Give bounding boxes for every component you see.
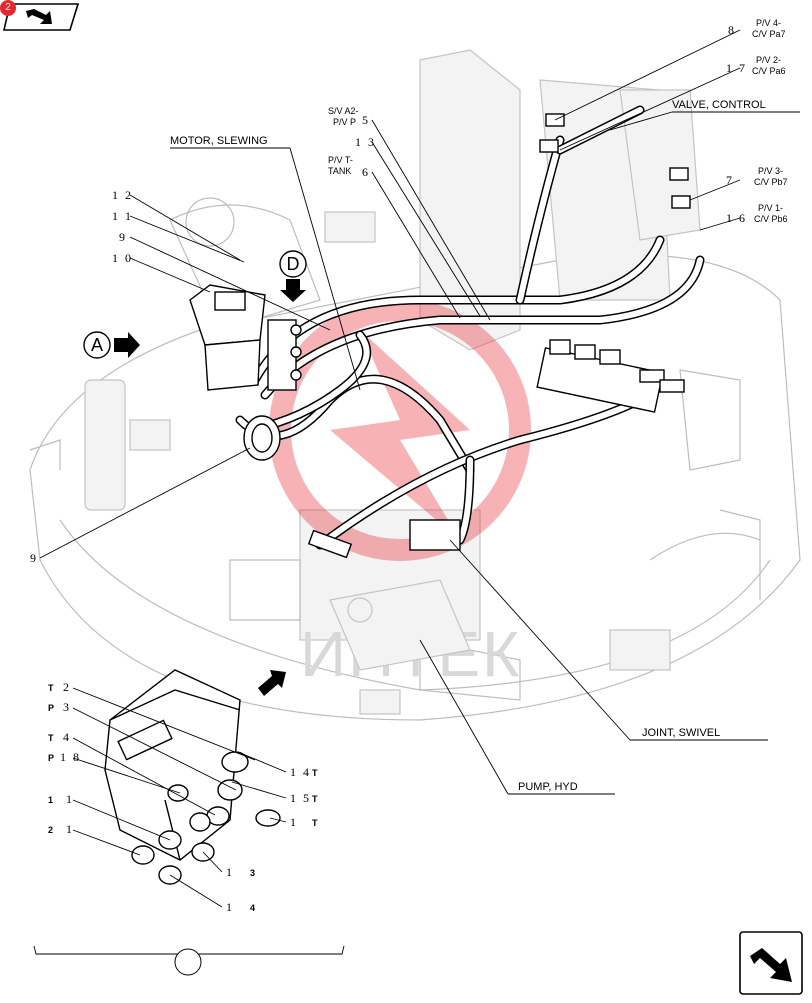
view-marker-a: A (83, 331, 140, 359)
detail-port-l3: T (48, 733, 54, 743)
label-valve-control: VALVE, CONTROL (672, 99, 766, 111)
detail-num-r1: 1 4 (290, 765, 311, 779)
port-pv2-line1: P/V 2- (756, 55, 781, 65)
detail-num-r5: 1 (226, 900, 234, 914)
view-marker-d-label: D (287, 254, 300, 274)
callout-7: 7 (726, 173, 734, 187)
port-sva2-line1: S/V A2- (328, 106, 359, 116)
port-pvt-line2: TANK (328, 166, 351, 176)
port-pvt-line1: P/V T- (328, 155, 353, 165)
port-pv3-line2: C/V Pb7 (754, 177, 788, 187)
detail-num-l2: 3 (63, 700, 71, 714)
pilot-valve-block (189, 284, 302, 461)
detail-num-l6: 1 (66, 822, 74, 836)
view-marker-d: D (279, 250, 307, 302)
detail-callouts-left: T 2 P 3 T 4 P 1 8 1 1 2 1 (48, 680, 256, 856)
callout-6: 6 (362, 165, 370, 179)
callout-9-top: 9 (119, 230, 127, 244)
port-pv1-line2: C/V Pb6 (754, 214, 788, 224)
detail-num-l3: 4 (63, 730, 71, 744)
port-pv1-line1: P/V 1- (758, 203, 783, 213)
callout-9-bottom: 9 (30, 551, 38, 565)
detail-port-r4: 3 (250, 868, 255, 878)
callout-16: 1 6 (726, 211, 747, 225)
detail-port-l5: 1 (48, 795, 53, 805)
label-motor-slewing: MOTOR, SLEWING (170, 135, 268, 147)
prev-page-button[interactable]: 2 (0, 0, 84, 34)
port-pv4-line2: C/V Pa7 (752, 29, 786, 39)
detail-port-r3: T (312, 818, 318, 828)
view-marker-a-label: A (91, 335, 103, 355)
detail-callouts-right: 1 4 T 1 5 T 1 T 1 3 1 4 (169, 751, 318, 914)
callout-11: 1 1 (112, 209, 133, 223)
detail-port-l2: P (48, 703, 54, 713)
detail-num-l1: 2 (63, 680, 71, 694)
detail-port-r5: 4 (250, 903, 255, 913)
detail-valve-drawing (104, 669, 286, 885)
detail-num-r3: 1 (290, 815, 298, 829)
detail-num-r4: 1 (226, 865, 234, 879)
machine-frame-ghost (29, 49, 801, 721)
callout-17: 1 7 (726, 61, 747, 75)
detail-port-l6: 2 (48, 825, 53, 835)
callout-8: 8 (728, 23, 736, 37)
detail-port-r1: T (312, 768, 318, 778)
callout-12: 1 2 (112, 188, 133, 202)
next-page-button[interactable] (736, 926, 808, 998)
callout-5: 5 (362, 113, 370, 127)
port-pv3-line1: P/V 3- (758, 166, 783, 176)
port-sva2-line2: P/V P (333, 117, 356, 127)
watermark-logo (269, 299, 531, 561)
callout-13: 1 3 (355, 135, 376, 149)
next-arrow-icon (2, 3, 80, 31)
next-arrow-icon (739, 931, 803, 995)
leader-lines (39, 29, 800, 795)
control-valve-fittings (536, 113, 691, 413)
detail-port-l4: P (48, 753, 54, 763)
port-pv4-line1: P/V 4- (756, 18, 781, 28)
swivel-and-pump (307, 519, 471, 671)
port-pv2-line2: C/V Pa6 (752, 66, 786, 76)
detail-num-l4: 1 8 (60, 750, 81, 764)
detail-num-r2: 1 5 (290, 791, 311, 805)
page-scale-bar (33, 945, 345, 976)
page-badge: 2 (0, 0, 16, 16)
detail-port-l1: T (48, 683, 54, 693)
callout-10: 1 0 (112, 251, 133, 265)
label-joint-swivel: JOINT, SWIVEL (642, 727, 720, 739)
detail-num-l5: 1 (66, 792, 74, 806)
detail-port-r2: T (312, 794, 318, 804)
label-pump-hyd: PUMP, HYD (518, 781, 578, 793)
